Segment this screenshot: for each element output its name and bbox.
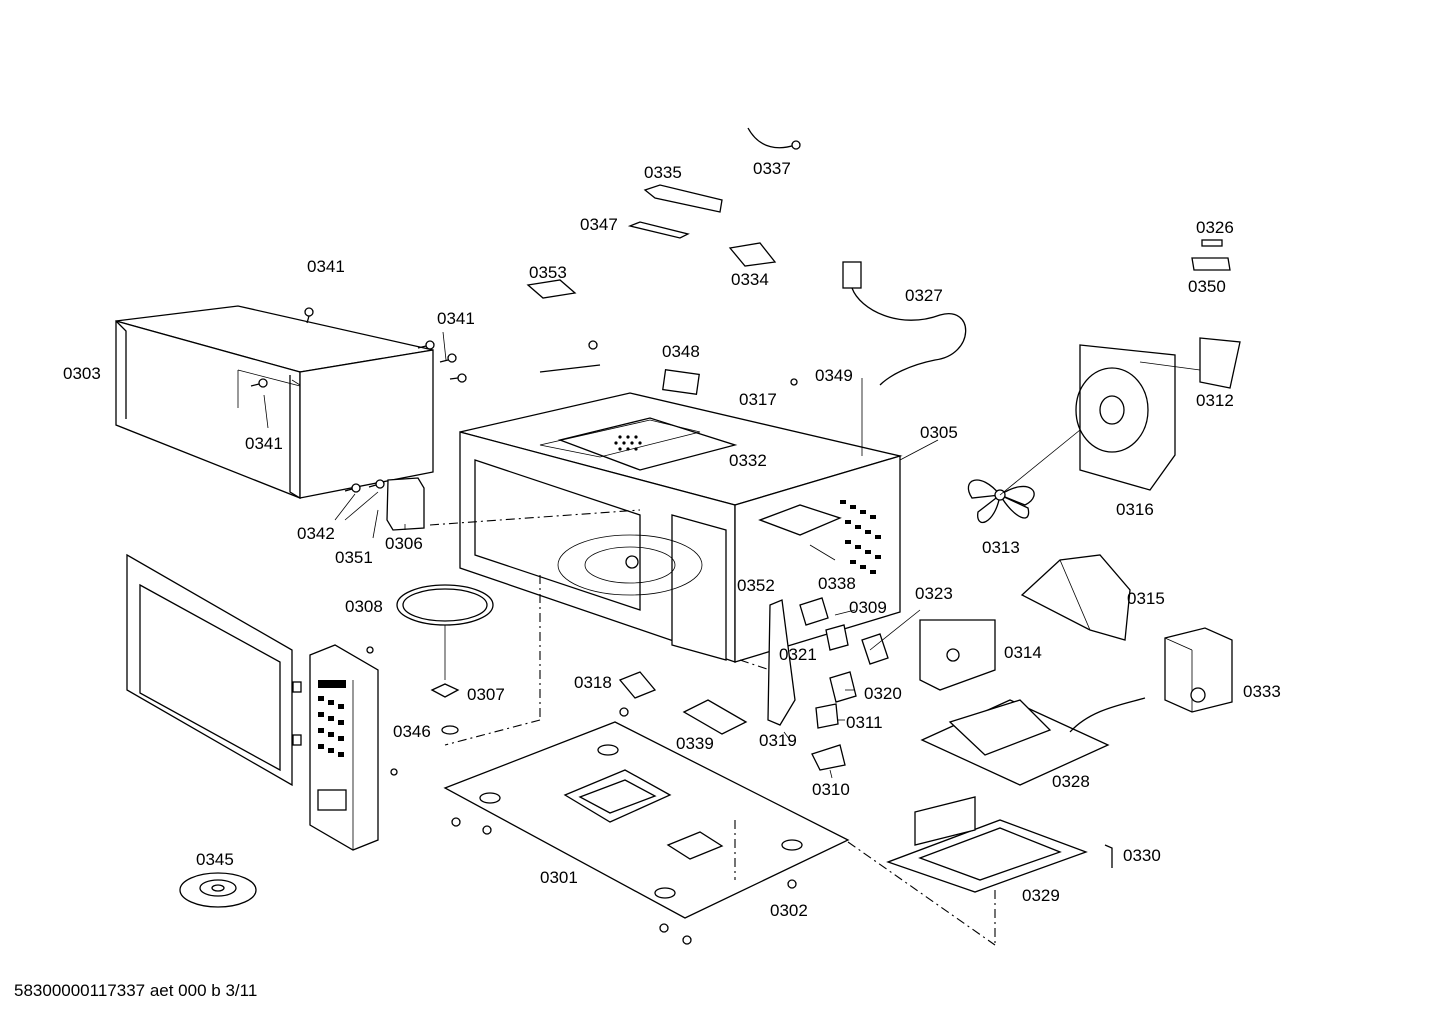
part-label: 0302	[770, 901, 808, 920]
part-label: 0332	[729, 451, 767, 470]
bracket-0306-drawing	[386, 477, 425, 531]
magnetron-drawing	[1164, 627, 1233, 713]
leader-lines	[263, 331, 1201, 946]
part-label: 0350	[1188, 277, 1226, 296]
document-code: 58300000117337 aet 000 b 3/11	[14, 981, 258, 1000]
small-brackets-drawing	[618, 671, 748, 735]
part-label: 0301	[540, 868, 578, 887]
outer-cover-drawing	[115, 305, 434, 499]
part-label: 0351	[335, 548, 373, 567]
door-drawing	[126, 553, 302, 787]
roller-ring-drawing	[396, 584, 494, 735]
part-label: 0328	[1052, 772, 1090, 791]
part-label: 0318	[574, 673, 612, 692]
part-label: 0335	[644, 163, 682, 182]
glass-plate-drawing	[179, 872, 257, 908]
part-label: 0353	[529, 263, 567, 282]
part-label: 0342	[297, 524, 335, 543]
part-label: 0303	[63, 364, 101, 383]
part-label: 0306	[385, 534, 423, 553]
part-labels: 0301 0302 0303 0305 0306 0307 0308 0309 …	[63, 159, 1281, 920]
base-plate-drawing	[443, 721, 850, 945]
part-label: 0311	[846, 713, 883, 732]
control-panel-drawing	[309, 644, 398, 851]
part-label: 0339	[676, 734, 714, 753]
part-label: 0347	[580, 215, 618, 234]
fan-blade-drawing	[967, 479, 1035, 523]
part-label: 0338	[818, 574, 856, 593]
part-label: 0305	[920, 423, 958, 442]
part-label: 0330	[1123, 846, 1161, 865]
part-label: 0352	[737, 576, 775, 595]
part-label: 0349	[815, 366, 853, 385]
part-label: 0316	[1116, 500, 1154, 519]
part-label: 0312	[1196, 391, 1234, 410]
power-cord-drawing	[842, 261, 967, 386]
part-label: 0348	[662, 342, 700, 361]
oven-cavity-drawing	[459, 392, 903, 663]
part-label: 0326	[1196, 218, 1234, 237]
part-label: 0310	[812, 780, 850, 799]
part-label: 0315	[1127, 589, 1165, 608]
part-label: 0314	[1004, 643, 1042, 662]
fan-housing-drawing	[1075, 337, 1241, 491]
latch-assembly-drawing	[767, 597, 889, 771]
part-label: 0320	[864, 684, 902, 703]
capacitor-tray-drawing	[886, 796, 1113, 893]
part-label: 0309	[849, 598, 887, 617]
transformer-drawing	[920, 697, 1146, 786]
waveguide-cover-drawing	[1020, 554, 1131, 641]
screws-drawing	[250, 307, 467, 493]
part-label: 0345	[196, 850, 234, 869]
part-label: 0313	[982, 538, 1020, 557]
part-label: 0319	[759, 731, 797, 750]
part-label: 0341	[245, 434, 283, 453]
part-label: 0341	[307, 257, 345, 276]
support-bracket-drawing	[919, 619, 996, 691]
part-label: 0334	[731, 270, 769, 289]
part-label: 0337	[753, 159, 791, 178]
part-label: 0323	[915, 584, 953, 603]
part-label: 0329	[1022, 886, 1060, 905]
top-small-parts-drawing	[526, 127, 801, 396]
part-label: 0341	[437, 309, 475, 328]
part-label: 0327	[905, 286, 943, 305]
part-label: 0317	[739, 390, 777, 409]
part-label: 0333	[1243, 682, 1281, 701]
part-label: 0321	[779, 645, 817, 664]
part-label: 0346	[393, 722, 431, 741]
part-label: 0308	[345, 597, 383, 616]
part-label: 0307	[467, 685, 505, 704]
thermal-cutout-drawing	[1191, 239, 1231, 271]
